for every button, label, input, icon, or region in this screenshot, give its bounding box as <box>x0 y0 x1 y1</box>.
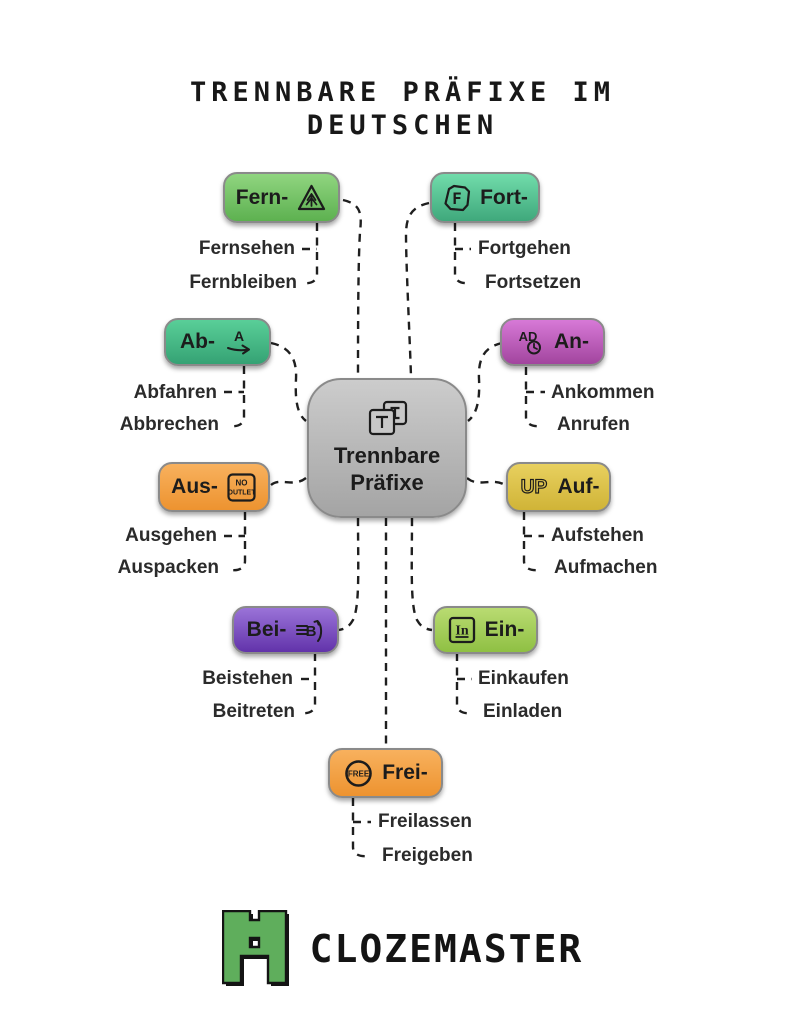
an-center-line <box>467 341 503 422</box>
prefix-node-aus: Aus- NO OUTLET <box>158 462 270 512</box>
example-word: Fernsehen <box>198 238 295 259</box>
example-word: Beistehen <box>202 668 293 689</box>
aus-center-line <box>270 476 307 487</box>
title-line-1: Trennbare Präfixe im <box>189 77 616 108</box>
example-word: Fortsetzen <box>485 272 582 293</box>
example-word: Freilassen <box>378 811 472 832</box>
fort-examples-line <box>453 223 471 285</box>
frei-examples-line <box>351 798 369 858</box>
prefix-label-ab: Ab- <box>180 330 215 353</box>
prefix-label-aus: Aus- <box>171 475 218 498</box>
title-line-2: Deutschen <box>306 110 499 141</box>
ad-clock-icon: AD <box>519 329 541 355</box>
in-box-icon: In <box>448 616 475 644</box>
forest-sign-icon <box>298 184 326 211</box>
example-word: Fortgehen <box>478 238 571 259</box>
prefix-node-fern: Fern- <box>223 172 340 223</box>
prefix-node-fort: F Fort- <box>430 172 540 223</box>
bei-center-line <box>338 517 360 632</box>
fortnite-f-icon: F <box>444 184 471 211</box>
prefix-label-auf: Auf- <box>557 475 600 498</box>
page-title: Trennbare Präfixe im Deutschen <box>0 76 805 142</box>
example-word: Fernbleiben <box>189 272 297 293</box>
svg-text:OUTLET: OUTLET <box>227 489 256 496</box>
clozemaster-m-logo <box>221 910 289 986</box>
svg-text:A: A <box>234 328 244 344</box>
svg-text:F: F <box>452 189 462 208</box>
prefix-label-fort: Fort- <box>480 185 528 209</box>
prefix-label-an: An- <box>554 330 589 353</box>
prefix-node-bei: Bei- B <box>232 606 339 654</box>
svg-text:FREE: FREE <box>348 769 370 778</box>
bei-examples-line <box>300 653 317 715</box>
prefix-label-ein: Ein- <box>484 618 525 641</box>
prefix-node-frei: FREE Frei- <box>328 748 443 798</box>
join-b-arrow-icon: B <box>296 620 323 642</box>
fort-center-line <box>404 201 430 378</box>
aus-examples-line <box>230 512 247 572</box>
prefix-label-frei: Frei- <box>382 761 428 784</box>
translate-icon <box>368 400 408 436</box>
svg-text:In: In <box>455 624 468 639</box>
free-stamp-icon: FREE <box>345 759 373 787</box>
fern-examples-line <box>302 223 319 285</box>
brand-name: Clozemaster <box>309 926 584 971</box>
no-outlet-sign-icon: NO OUTLET <box>227 472 256 502</box>
an-examples-line <box>524 367 542 428</box>
letter-a-arrow-icon: A <box>227 328 250 355</box>
auf-center-line <box>466 477 506 487</box>
center-node: Trennbare Präfixe <box>307 378 467 518</box>
example-word: Aufstehen <box>551 525 644 546</box>
example-word: Einkaufen <box>478 668 569 689</box>
prefix-label-fern: Fern- <box>235 185 289 209</box>
auf-examples-line <box>522 512 540 572</box>
svg-text:B: B <box>306 623 317 640</box>
example-word: Aufmachen <box>554 557 658 578</box>
example-word: Abbrechen <box>119 414 219 435</box>
example-word: Beitreten <box>212 701 295 722</box>
prefix-label-bei: Bei- <box>246 618 287 641</box>
ab-center-line <box>270 341 307 422</box>
example-word: Freigeben <box>382 845 473 866</box>
prefix-node-an: AD An- <box>500 318 605 366</box>
ein-center-line <box>410 517 433 632</box>
up-icon: UP <box>520 476 548 498</box>
prefix-node-ein: In Ein- <box>433 606 538 654</box>
example-word: Ankommen <box>551 382 655 403</box>
center-node-label: Trennbare Präfixe <box>333 443 441 495</box>
prefix-node-auf: UP Auf- <box>506 462 611 512</box>
fern-center-line <box>342 198 362 378</box>
example-word: Anrufen <box>557 414 630 435</box>
example-word: Abfahren <box>133 382 217 403</box>
svg-text:AD: AD <box>519 329 538 344</box>
svg-text:NO: NO <box>235 478 247 487</box>
ein-examples-line <box>455 653 472 715</box>
example-word: Ausgehen <box>125 525 217 546</box>
prefix-node-ab: Ab- A <box>164 318 271 366</box>
footer-brand: Clozemaster <box>0 910 805 987</box>
ab-examples-line <box>229 366 246 428</box>
example-word: Auspacken <box>117 557 219 578</box>
svg-text:UP: UP <box>520 477 547 498</box>
example-word: Einladen <box>483 701 563 722</box>
